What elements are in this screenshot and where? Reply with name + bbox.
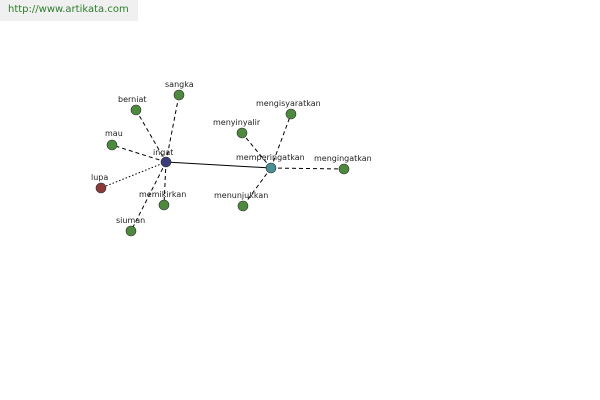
edges-layer xyxy=(100,94,345,232)
node-label-memperingatkan[interactable]: memperingatkan xyxy=(236,153,305,162)
edge-memperingatkan-mengisyaratkan xyxy=(270,113,292,169)
node-label-ingat[interactable]: ingat xyxy=(153,148,173,157)
node-label-siuman[interactable]: siuman xyxy=(116,216,145,225)
node-label-sangka[interactable]: sangka xyxy=(165,80,194,89)
node-label-mau[interactable]: mau xyxy=(105,129,123,138)
edge-memperingatkan-menunjukkan xyxy=(242,167,272,207)
node-sangka[interactable] xyxy=(173,89,185,101)
node-label-berniat[interactable]: berniat xyxy=(118,95,146,104)
node-menyinyalir[interactable] xyxy=(236,127,248,139)
site-url-banner[interactable]: http://www.artikata.com xyxy=(0,0,138,21)
node-label-memikirkan[interactable]: memikirkan xyxy=(139,190,186,199)
node-label-menyinyalir[interactable]: menyinyalir xyxy=(213,118,261,127)
node-label-lupa[interactable]: lupa xyxy=(91,173,108,182)
edge-ingat-memperingatkan xyxy=(165,161,272,169)
edge-ingat-siuman xyxy=(130,161,167,232)
node-mengisyaratkan[interactable] xyxy=(285,108,297,120)
edge-ingat-memikirkan xyxy=(163,161,167,206)
site-url-text: http://www.artikata.com xyxy=(8,4,129,15)
edge-ingat-berniat xyxy=(135,109,167,163)
node-ingat[interactable] xyxy=(160,156,172,168)
nodes-layer xyxy=(95,89,350,237)
labels-layer: ingat memperingatkan sangka berniat mau lupa m… xyxy=(91,80,372,225)
edge-ingat-mau xyxy=(111,144,167,163)
node-mau[interactable] xyxy=(106,139,118,151)
edge-ingat-sangka xyxy=(165,94,180,163)
node-memikirkan[interactable] xyxy=(158,199,170,211)
node-siuman[interactable] xyxy=(125,225,137,237)
edge-memperingatkan-menyinyalir xyxy=(241,132,272,169)
node-mengingatkan[interactable] xyxy=(338,163,350,175)
node-berniat[interactable] xyxy=(130,104,142,116)
node-label-menunjukkan[interactable]: menunjukkan xyxy=(214,191,268,200)
node-lupa[interactable] xyxy=(95,182,107,194)
node-memperingatkan[interactable] xyxy=(265,162,277,174)
node-menunjukkan[interactable] xyxy=(237,200,249,212)
edge-ingat-lupa xyxy=(100,161,167,189)
node-label-mengingatkan[interactable]: mengingatkan xyxy=(314,154,372,163)
edge-memperingatkan-mengingatkan xyxy=(270,167,345,170)
node-label-mengisyaratkan[interactable]: mengisyaratkan xyxy=(256,99,321,108)
